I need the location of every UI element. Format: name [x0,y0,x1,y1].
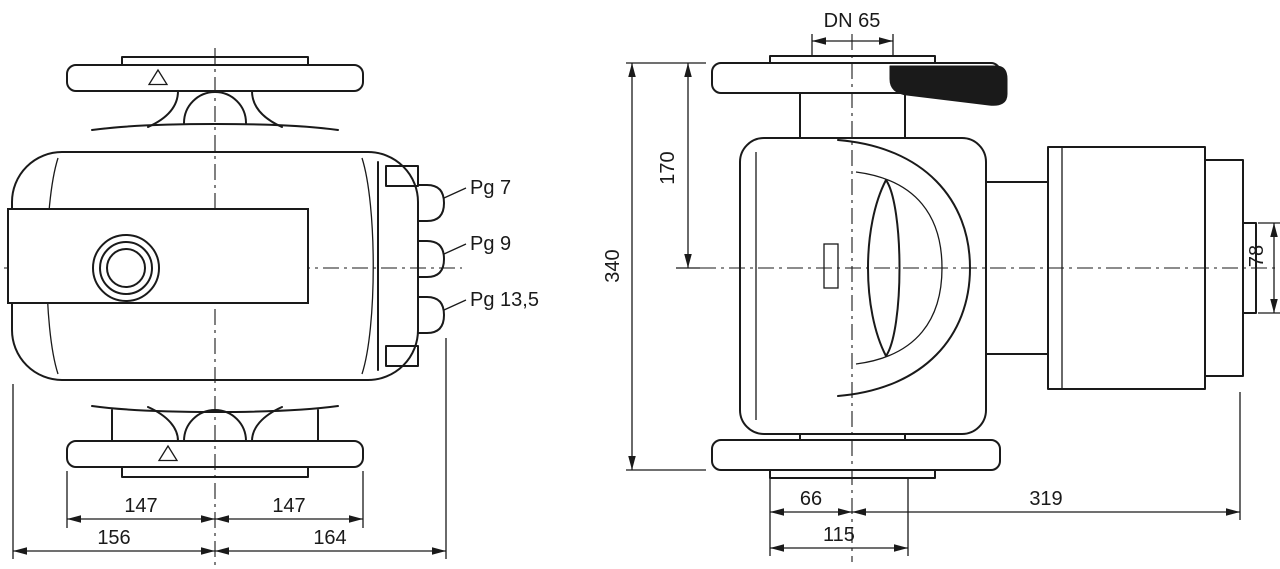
top-flange-step [121,56,309,66]
dim-label-340: 340 [602,249,624,282]
gland-plate-tab-bottom [385,345,419,367]
housing-detail-block [823,243,839,289]
dim-label-66: 66 [800,488,822,510]
dim-label-319: 319 [1029,488,1062,510]
housing-outer-contour [739,137,987,435]
cable-gland-pg7 [417,184,445,222]
front-gland-plate [377,161,467,371]
gland-label-pg7: Pg 7 [470,177,511,199]
side-centerlines [700,34,1278,562]
volute-outer-curve [837,139,971,397]
side-top-flange-step [769,55,936,64]
front-centerlines [4,48,462,566]
front-dimensions: 147 147 156 164 [12,338,447,559]
bottom-flange-step [121,466,309,478]
side-dimensions: DN 65 340 170 78 66 319 115 [602,10,1280,556]
side-motor [985,146,1257,390]
gland-label-pg9: Pg 9 [470,233,511,255]
side-view: DN 65 340 170 78 66 319 115 [602,10,1280,562]
dim-label-147-right: 147 [272,495,305,517]
volute-inner-curve [855,171,943,365]
shaft-circle-outer [92,234,160,302]
side-bottom-flange-body [711,439,1001,471]
front-bottom-flange [66,440,364,478]
flange-section-fill [889,65,1008,106]
side-bottom-flange-step [769,469,936,479]
front-pump-body [11,123,419,442]
height-extension-lines [626,62,706,471]
front-view: Pg 7 Pg 9 Pg 13,5 147 147 156 164 [4,48,539,566]
motor-bearing-cover [1242,222,1257,314]
nameplate-band [7,208,309,304]
front-extension-lines [12,338,447,559]
gland-plate-tab-top [385,165,419,187]
dim-label-78: 78 [1246,245,1268,267]
gland-label-pg13: Pg 13,5 [470,289,539,311]
top-flange-body [66,64,364,92]
flow-direction-triangle-top-icon [147,68,169,86]
side-bottom-extension-lines [769,392,1241,556]
body-top-shoulder [91,123,339,131]
shaft-circle-middle [99,241,153,295]
side-bottom-flange [711,439,1001,479]
dim-label-147-left: 147 [124,495,157,517]
dim-label-dn65: DN 65 [824,10,881,32]
gland-leader-lines [443,187,467,311]
shaft-circle-inner [106,248,146,288]
dim-label-164: 164 [313,527,346,549]
cable-gland-pg9 [417,240,445,278]
front-nameplate-band [7,208,309,304]
flow-direction-triangle-bottom-icon [157,444,179,462]
bottom-neck-contours [111,406,319,442]
side-top-flange [711,55,1008,139]
dim-label-115: 115 [823,524,855,546]
side-pump-housing [739,137,987,441]
dim-label-156: 156 [97,527,130,549]
impeller-crescent [867,179,901,357]
bottom-flange-body [66,440,364,468]
dim-label-170: 170 [657,151,679,184]
side-top-neck [799,92,906,139]
body-bottom-shoulder [91,405,339,413]
cable-gland-pg13 [417,296,445,334]
